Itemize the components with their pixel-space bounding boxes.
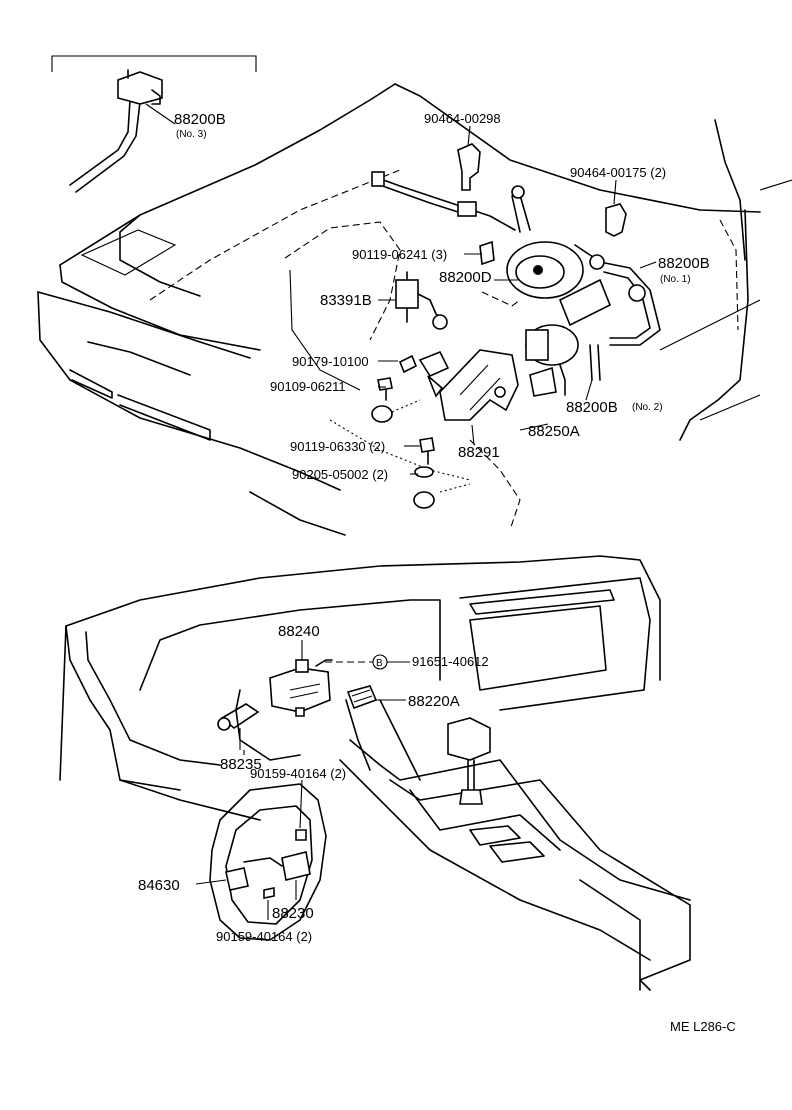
- bracket-88291: [418, 349, 519, 421]
- label-b-marker: B: [376, 658, 383, 669]
- label-88250a: 88250A: [528, 423, 580, 440]
- label-90205-05002: 90205-05002 (2): [292, 467, 388, 482]
- label-91651-40612: 91651-40612: [412, 654, 489, 669]
- connector-88220a: [346, 685, 378, 710]
- label-88200b-no2: 88200B: [566, 399, 618, 416]
- label-90109-06211: 90109-06211: [270, 379, 346, 394]
- car-body-outline: [37, 83, 792, 536]
- label-90464-00298: 90464-00298: [424, 111, 501, 126]
- label-90119-06241: 90119-06241 (3): [352, 247, 447, 262]
- label-88200b-no3: 88200B: [174, 111, 226, 128]
- reference-code: ME L286-C: [670, 1019, 736, 1034]
- dashboard-outline: [59, 555, 691, 991]
- label-84630: 84630: [138, 877, 180, 894]
- label-90119-06330: 90119-06330 (2): [290, 439, 385, 454]
- switch-83391b: [395, 271, 448, 330]
- label-88230: 88230: [272, 905, 314, 922]
- label-83391b: 83391B: [320, 292, 372, 309]
- part-labels: 88200B (No. 3) 90464-00298 90464-00175 (…: [138, 111, 736, 1034]
- switch-88235: [217, 689, 301, 761]
- label-90159-40164-bottom: 90159-40164 (2): [216, 929, 312, 944]
- label-88200b-no1-sub: (No. 1): [660, 274, 691, 285]
- label-88200b-no2-sub: (No. 2): [632, 402, 663, 413]
- label-88200d: 88200D: [439, 269, 492, 286]
- label-90179-10100: 90179-10100: [292, 354, 369, 369]
- label-88291: 88291: [458, 444, 500, 461]
- label-88200b-no3-sub: (No. 3): [176, 129, 207, 140]
- leader-lines-bottom: [195, 640, 410, 920]
- fasteners: [371, 240, 495, 509]
- label-90464-00175: 90464-00175 (2): [570, 165, 666, 180]
- inset-hose-detail: [51, 55, 257, 193]
- label-88200b-no1: 88200B: [658, 255, 710, 272]
- cruise-actuator-assembly: [371, 143, 661, 397]
- label-88240: 88240: [278, 623, 320, 640]
- label-88220a: 88220A: [408, 693, 460, 710]
- label-88235: 88235: [220, 756, 262, 773]
- steering-wheel: [209, 783, 327, 941]
- cruise-computer-88240: [269, 659, 333, 717]
- b-marker-circle: [372, 654, 388, 670]
- label-90159-40164-top: 90159-40164 (2): [250, 766, 346, 781]
- leader-lines-top: [378, 125, 657, 493]
